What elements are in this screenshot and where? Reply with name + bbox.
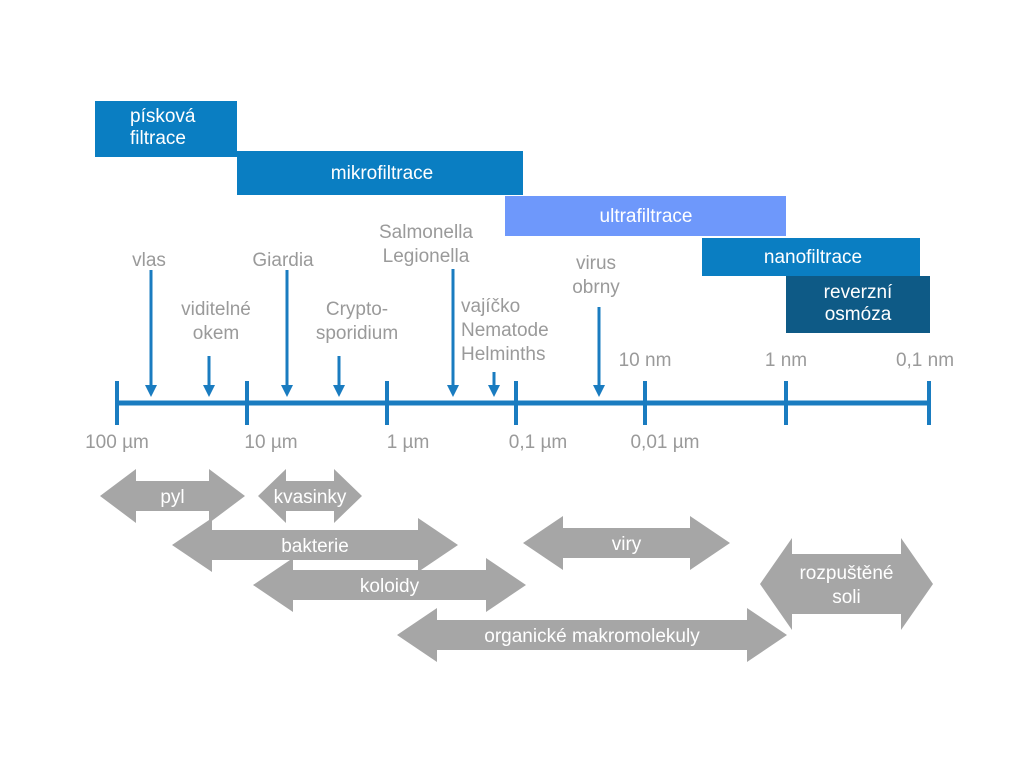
band-nano-label: nanofiltrace bbox=[764, 247, 862, 268]
organism-vajicko-label-line: Helminths bbox=[461, 344, 545, 365]
tick-label-bottom: 0,01 µm bbox=[630, 432, 699, 453]
band-piskova-box bbox=[95, 101, 237, 157]
size-range-koloidy-label: koloidy bbox=[360, 576, 420, 597]
size-range-viry-label: viry bbox=[612, 534, 642, 555]
double-arrow-icon bbox=[172, 518, 458, 572]
band-ultra: ultrafiltrace bbox=[505, 196, 786, 236]
size-range-bakterie: bakterie bbox=[172, 518, 458, 572]
arrow-down-icon bbox=[203, 385, 215, 397]
tick-label-bottom: 1 µm bbox=[387, 432, 430, 453]
organism-virus-label-line: obrny bbox=[572, 277, 620, 298]
organism-salmonella-label-line: Salmonella bbox=[379, 222, 473, 243]
organism-vlas-label: vlas bbox=[132, 250, 166, 271]
organism-virus: virus obrny bbox=[572, 253, 620, 397]
arrow-down-icon bbox=[145, 385, 157, 397]
arrow-down-icon bbox=[333, 385, 345, 397]
band-reverzni-label-line: reverzní bbox=[824, 282, 893, 303]
size-range-arrows: pyl kvasinky bakterie viry koloidy organické … bbox=[100, 469, 933, 662]
double-arrow-icon bbox=[523, 516, 730, 570]
tick-label-top: 10 nm bbox=[619, 350, 672, 371]
organism-crypto-label-line: Crypto- bbox=[326, 299, 388, 320]
organism-viditelne: viditelné okem bbox=[181, 299, 251, 397]
size-range-kvasinky-label: kvasinky bbox=[274, 487, 347, 508]
size-range-soli: rozpuštěné soli bbox=[760, 538, 933, 630]
band-ultra-label-line: ultrafiltrace bbox=[600, 206, 693, 227]
band-ultra-box bbox=[505, 196, 786, 236]
size-range-organicke-label: organické makromolekuly bbox=[484, 626, 700, 647]
organism-crypto-label: Crypto-sporidium bbox=[316, 299, 398, 344]
organism-vlas: vlas bbox=[132, 250, 166, 397]
tick-label-bottom: 100 µm bbox=[85, 432, 149, 453]
double-arrow-icon bbox=[100, 469, 245, 523]
double-arrow-icon bbox=[258, 469, 362, 523]
organism-crypto: Crypto-sporidium bbox=[316, 299, 398, 397]
tick-label-bottom: 0,1 µm bbox=[509, 432, 567, 453]
size-axis: 100 µm 10 µm 1 µm 0,1 µm 0,01 µm 10 nm 1 nm 0,1… bbox=[85, 350, 954, 453]
size-range-soli-label-line: rozpuštěné bbox=[799, 563, 893, 584]
organism-virus-label: virus obrny bbox=[572, 253, 620, 298]
band-reverzni-label-line: osmóza bbox=[825, 304, 892, 325]
band-mikro-box bbox=[237, 151, 523, 195]
organism-giardia: Giardia bbox=[252, 250, 314, 397]
band-piskova-label-line: písková bbox=[130, 106, 196, 127]
organism-vajicko-label-line: Nematode bbox=[461, 320, 549, 341]
band-mikro: mikrofiltrace bbox=[237, 151, 523, 195]
size-range-pyl: pyl bbox=[100, 469, 245, 523]
size-range-koloidy: koloidy bbox=[253, 558, 526, 612]
organism-giardia-label: Giardia bbox=[252, 250, 314, 271]
tick-label-bottom: 10 µm bbox=[244, 432, 297, 453]
organism-virus-label-line: virus bbox=[576, 253, 616, 274]
organism-crypto-label-line: sporidium bbox=[316, 323, 398, 344]
arrow-down-icon bbox=[593, 385, 605, 397]
band-nano-label-line: nanofiltrace bbox=[764, 247, 862, 268]
band-nano: nanofiltrace bbox=[702, 238, 920, 276]
organism-salmonella-label-line: Legionella bbox=[383, 246, 470, 267]
arrow-down-icon bbox=[488, 385, 500, 397]
size-range-viry: viry bbox=[523, 516, 730, 570]
size-range-kvasinky: kvasinky bbox=[258, 469, 362, 523]
size-range-soli-label: rozpuštěné soli bbox=[799, 563, 893, 608]
organism-vajicko-label-line: vajíčko bbox=[461, 296, 520, 317]
size-range-soli-label-line: soli bbox=[832, 587, 861, 608]
band-nano-box bbox=[702, 238, 920, 276]
size-range-pyl-label: pyl bbox=[160, 487, 184, 508]
band-reverzni-box bbox=[786, 276, 930, 333]
organism-viditelne-label-line: viditelné bbox=[181, 299, 251, 320]
tick-label-top: 0,1 nm bbox=[896, 350, 954, 371]
organism-giardia-label-line: Giardia bbox=[252, 250, 314, 271]
organism-viditelne-label-line: okem bbox=[193, 323, 239, 344]
size-range-bakterie-label: bakterie bbox=[281, 536, 349, 557]
tick-label-top: 1 nm bbox=[765, 350, 807, 371]
organism-vlas-label-line: vlas bbox=[132, 250, 166, 271]
organism-markers: vlas viditelné okem GiardiaCrypto-sporidium… bbox=[132, 222, 620, 397]
arrow-down-icon bbox=[447, 385, 459, 397]
band-mikro-label-line: mikrofiltrace bbox=[331, 163, 433, 184]
band-piskova-label-line: filtrace bbox=[130, 128, 186, 149]
double-arrow-icon bbox=[397, 608, 787, 662]
double-arrow-icon bbox=[253, 558, 526, 612]
size-range-organicke: organické makromolekuly bbox=[397, 608, 787, 662]
band-ultra-label: ultrafiltrace bbox=[600, 206, 693, 227]
band-mikro-label: mikrofiltrace bbox=[331, 163, 433, 184]
arrow-down-icon bbox=[281, 385, 293, 397]
organism-viditelne-label: viditelné okem bbox=[181, 299, 251, 344]
double-arrow-icon bbox=[760, 538, 933, 630]
